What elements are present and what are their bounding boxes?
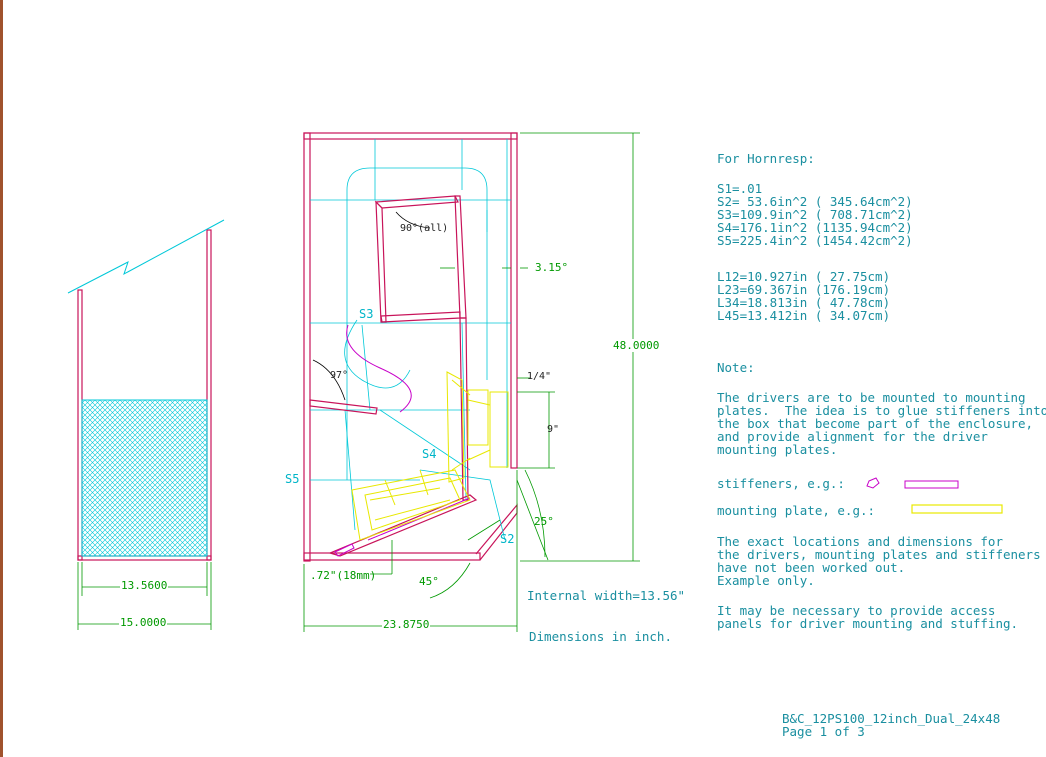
area-s5: S5=225.4in^2 (1454.42cm^2) — [717, 233, 913, 248]
side-outer-dim: 15.0000 — [119, 616, 168, 629]
note-paragraph-3: It may be necessary to provide access pa… — [717, 603, 1019, 631]
side-view — [67, 219, 225, 630]
section-view — [303, 132, 640, 632]
mounting-plate-label: mounting plate, e.g.: — [717, 503, 876, 518]
area-s1: S1=.01 — [717, 181, 763, 196]
angle-90-all: 90°(all) — [400, 223, 449, 234]
label-s5: S5 — [285, 472, 300, 486]
internal-width-note: Internal width=13.56" — [527, 588, 686, 603]
height-dim: 48.0000 — [612, 339, 661, 352]
label-s4: S4 — [422, 447, 437, 461]
dim-panel-thickness: .72"(18mm) — [310, 569, 377, 582]
length-l34: L34=18.813in ( 47.78cm) — [717, 295, 891, 310]
stiffeners-label: stiffeners, e.g.: — [717, 476, 845, 491]
angle-45: 45° — [419, 575, 439, 588]
angle-25: 25° — [534, 515, 554, 528]
side-inner-dim: 13.5600 — [120, 579, 169, 592]
legend-swatches — [866, 477, 1003, 514]
dimensions-note: Dimensions in inch. — [529, 629, 672, 644]
angle-97: 97° — [330, 370, 349, 381]
width-dim: 23.8750 — [382, 618, 431, 631]
length-l23: L23=69.367in (176.19cm) — [717, 282, 891, 297]
area-s4: S4=176.1in^2 (1135.94cm^2) — [717, 220, 913, 235]
note-paragraph-2: The exact locations and dimensions for t… — [717, 534, 1041, 588]
area-s3: S3=109.9in^2 ( 708.71cm^2) — [717, 207, 913, 222]
hornresp-heading: For Hornresp: — [717, 151, 815, 166]
note-heading: Note: — [717, 360, 755, 375]
note-paragraph-1: The drivers are to be mounted to mountin… — [717, 390, 1046, 457]
angle-315: 3.15° — [535, 261, 569, 274]
area-s2: S2= 53.6in^2 ( 345.64cm^2) — [717, 194, 913, 209]
label-s3: S3 — [359, 307, 374, 321]
footer-page: Page 1 of 3 — [782, 724, 865, 739]
length-l45: L45=13.412in ( 34.07cm) — [717, 308, 891, 323]
length-l12: L12=10.927in ( 27.75cm) — [717, 269, 891, 284]
dim-quarter-inch: 1/4" — [527, 371, 552, 382]
label-s2: S2 — [500, 532, 515, 546]
dim-9-inch: 9" — [547, 424, 560, 435]
footer-filename: B&C_12PS100_12inch_Dual_24x48 — [782, 711, 1001, 726]
page-border — [0, 0, 3, 757]
